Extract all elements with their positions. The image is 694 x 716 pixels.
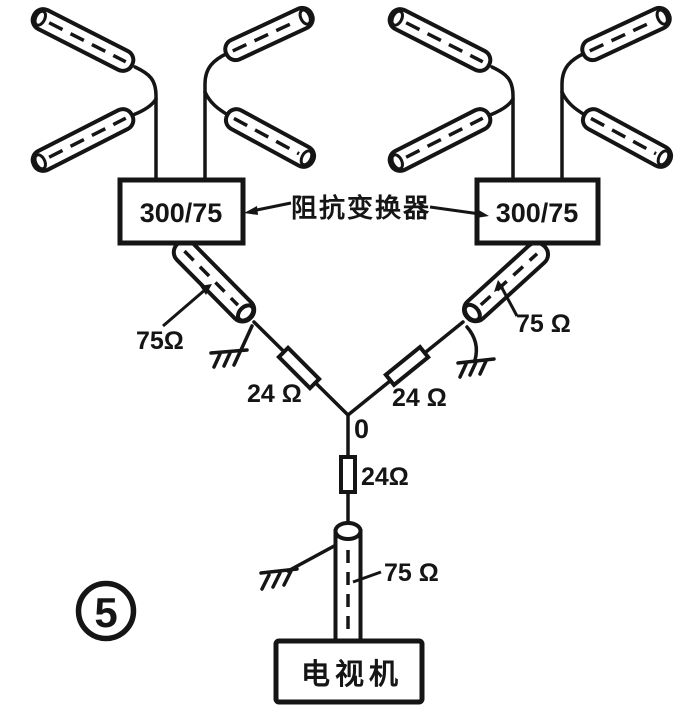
- bottom-ground: [259, 543, 338, 591]
- left-coax-cable: [171, 238, 257, 324]
- tube-body: [580, 107, 674, 169]
- ground-tick: [458, 362, 468, 379]
- leader-line: [429, 205, 481, 216]
- left-antenna-element-upper-right: [223, 5, 315, 63]
- tube-dash: [233, 116, 300, 156]
- tube-endcap: [656, 149, 671, 167]
- left-feedline-label: 75Ω: [136, 327, 184, 355]
- tube-dash: [589, 18, 656, 53]
- right-feedline-callout: 75 Ω: [494, 280, 571, 338]
- tube-body: [223, 107, 317, 169]
- right-antenna-element-upper-right: [580, 5, 672, 63]
- right-feedline-label: 75 Ω: [516, 310, 571, 338]
- wire: [203, 90, 230, 117]
- ground-tick: [212, 352, 222, 369]
- tube-endcap: [299, 149, 314, 167]
- ground-bar: [209, 348, 249, 355]
- impedance-converter-callout: 阻抗变换器: [244, 193, 489, 223]
- left-ground: [209, 324, 254, 369]
- figure-number: 5: [94, 589, 117, 636]
- figure-number-badge: 5: [75, 580, 137, 642]
- right-ground: [456, 325, 496, 379]
- ground-tick: [468, 360, 478, 377]
- down-feedline-callout: 75 Ω: [352, 559, 439, 587]
- coax-endcap: [235, 303, 256, 323]
- tube-endcap: [655, 8, 669, 26]
- ground-lead: [286, 543, 338, 573]
- coax-endcap: [462, 302, 482, 323]
- tube-endcap: [33, 153, 47, 171]
- left-matching-resistor: [276, 345, 322, 391]
- right-antenna-element-lower-left: [387, 107, 493, 173]
- leader-line: [251, 201, 292, 213]
- left-converter-box: [117, 177, 246, 246]
- leader-line: [162, 287, 207, 328]
- right-antenna-wires: [488, 51, 587, 183]
- center-matching-label: 24Ω: [361, 463, 409, 491]
- wire: [488, 97, 515, 117]
- tv-label: 电视机: [301, 658, 403, 691]
- wire: [133, 65, 158, 183]
- leader-line: [352, 570, 382, 584]
- tube-dash: [48, 116, 127, 159]
- leader-line: [500, 287, 519, 317]
- wire: [131, 97, 158, 117]
- right-matching-label: 24 Ω: [392, 384, 447, 412]
- left-antenna-wires: [131, 51, 230, 183]
- ground-tick: [282, 569, 293, 587]
- right-converter-label: 300/75: [496, 198, 579, 228]
- left-converter-label: 300/75: [140, 198, 223, 228]
- ground-tick: [271, 571, 282, 589]
- figure-number-circle: [75, 580, 137, 642]
- down-coax-cable: [333, 521, 363, 647]
- tube-dash: [405, 116, 484, 159]
- wire: [490, 65, 515, 183]
- left-antenna-element-upper-left: [30, 7, 136, 73]
- right-coax-cable: [461, 240, 551, 324]
- right-antenna-element-upper-left: [387, 7, 493, 73]
- ground-tick: [478, 359, 488, 376]
- coax-dash: [479, 252, 539, 307]
- resistor-body: [382, 344, 432, 388]
- tv-box: [273, 638, 425, 705]
- tube-dash: [232, 18, 299, 53]
- impedance-converter-label: 阻抗变换器: [291, 193, 431, 223]
- left-feedline-callout: 75Ω: [136, 284, 212, 355]
- ground-lead: [465, 325, 479, 362]
- tube-endcap: [390, 153, 404, 171]
- tube-endcap: [390, 9, 404, 27]
- leader-arrow: [494, 280, 504, 292]
- left-antenna-element-lower-right: [223, 107, 317, 169]
- coax-endcap: [333, 521, 363, 541]
- ground-lead: [239, 324, 254, 352]
- coax-dash: [183, 249, 240, 307]
- right-antenna-element-lower-right: [580, 107, 674, 169]
- tube-endcap: [298, 8, 312, 26]
- wire: [560, 90, 587, 117]
- tube-dash: [590, 116, 657, 156]
- junction-label: 0: [354, 414, 369, 444]
- wire: [203, 51, 230, 183]
- ground-tick: [260, 573, 271, 591]
- center-matching-resistor: [339, 455, 357, 494]
- down-feedline-label: 75 Ω: [384, 559, 439, 587]
- left-antenna-element-lower-left: [30, 107, 136, 173]
- leader-arrow: [200, 284, 212, 295]
- ground-tick: [222, 351, 232, 368]
- right-matching-resistor: [382, 344, 432, 388]
- tube-body: [223, 5, 315, 63]
- tube-dash: [48, 21, 127, 64]
- leader-arrow: [476, 209, 489, 218]
- tube-body: [580, 5, 672, 63]
- ground-tick: [232, 350, 242, 367]
- tube-endcap: [33, 9, 47, 27]
- left-matching-label: 24 Ω: [247, 380, 302, 408]
- resistor-body: [276, 345, 322, 391]
- tube-dash: [405, 21, 484, 64]
- leader-arrow: [244, 206, 258, 215]
- wire: [560, 51, 587, 183]
